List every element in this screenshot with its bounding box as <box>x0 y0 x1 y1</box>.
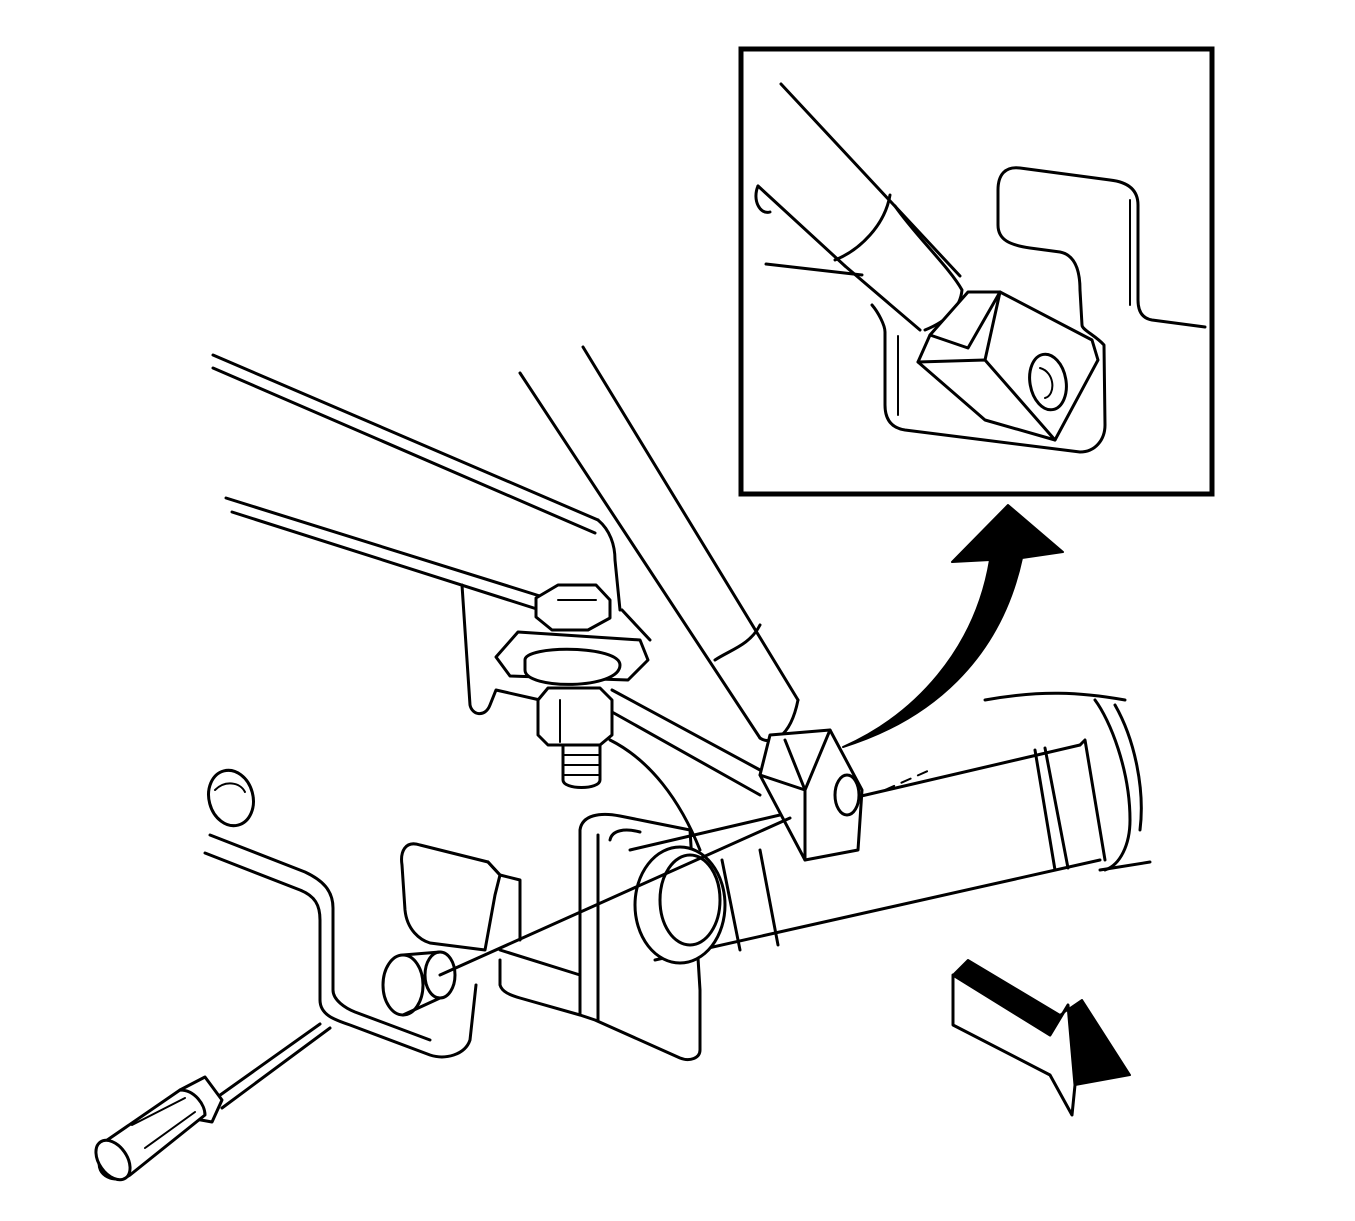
inset-background-line <box>764 262 864 277</box>
inset-rod-lower <box>843 264 922 332</box>
stud-thread <box>561 743 602 789</box>
bushing-outer <box>381 953 425 1017</box>
center-bracket-lip <box>608 828 642 842</box>
rod-edge-right <box>581 345 800 702</box>
lower-rail-top-2 <box>230 510 542 612</box>
nut-washer <box>523 647 622 686</box>
rod-ring <box>713 623 762 662</box>
shaft-band-2 <box>758 848 780 947</box>
small-plug <box>207 768 255 828</box>
inset-bolt-hole <box>1028 352 1068 412</box>
square-block-hole <box>833 773 861 817</box>
inset-rod-edge-bottom <box>756 184 847 268</box>
bushing-top <box>401 950 442 957</box>
tube-bottom <box>1098 860 1152 872</box>
link-bar-top <box>610 688 762 772</box>
inset-rod-edge-top <box>779 82 962 278</box>
lower-rail-top <box>224 496 545 599</box>
upper-rail-top <box>211 353 600 522</box>
lower-plate-edge <box>498 958 582 1017</box>
shaft-collar-2 <box>1043 746 1070 870</box>
screwdriver-icon <box>94 1022 332 1182</box>
left-frame-bracket <box>203 851 478 1059</box>
tube-top <box>983 691 1127 702</box>
slot-tab-edge <box>486 860 522 942</box>
inset-rod-ring <box>833 193 892 262</box>
link-bar-bottom <box>610 710 762 797</box>
inset-block-top <box>928 290 1002 350</box>
tube-end-1 <box>1093 698 1132 872</box>
shaft-collar-3 <box>1078 738 1107 862</box>
inset-square-block <box>916 290 1100 442</box>
screwdriver-handle-end <box>94 1138 132 1182</box>
screwdriver-grip-2 <box>144 1111 196 1149</box>
direction-arrow-icon <box>951 959 1131 1117</box>
direction-arrow-shadow <box>952 959 1131 1086</box>
detail-inset <box>738 46 1215 497</box>
upper-rail-top-2 <box>211 366 597 535</box>
screwdriver-shaft-bottom <box>220 1026 332 1110</box>
bushing-bottom <box>401 996 442 1017</box>
inset-block-front <box>983 290 1002 362</box>
center-bracket <box>578 812 702 1062</box>
main-view <box>94 345 1152 1182</box>
hole-guide-dash <box>884 769 931 791</box>
screwdriver-grip-1 <box>131 1097 186 1126</box>
callout-arrow-icon <box>842 504 1064 748</box>
shaft-bottom-edge <box>653 858 1102 962</box>
rear-plate-edge <box>620 608 652 642</box>
slot-tab <box>400 842 502 952</box>
left-frame-inner <box>208 833 432 1042</box>
nut-upper-hex <box>534 583 612 632</box>
nut-lower-hex <box>536 686 614 747</box>
rear-plate <box>460 583 542 716</box>
rail-bracket-drop <box>596 518 622 612</box>
rod-edge-left <box>518 371 762 740</box>
screwdriver-shaft-top <box>214 1022 322 1100</box>
hex-nut-icon <box>494 583 650 789</box>
shaft-end-inner <box>658 853 722 947</box>
lower-plate-top <box>498 948 582 977</box>
square-block <box>758 728 864 862</box>
link-curve <box>608 738 702 852</box>
inset-bracket-outline <box>870 166 1207 454</box>
small-plug-edge <box>214 782 246 793</box>
shaft-band-1 <box>720 858 742 952</box>
shaft-collar-1 <box>1033 748 1057 872</box>
inset-rod-end <box>754 184 772 214</box>
tube-end-2 <box>1113 703 1143 832</box>
inset-bolt-thread <box>1039 367 1054 399</box>
square-block-slot <box>783 738 807 792</box>
alignment-pin-line <box>438 816 792 977</box>
